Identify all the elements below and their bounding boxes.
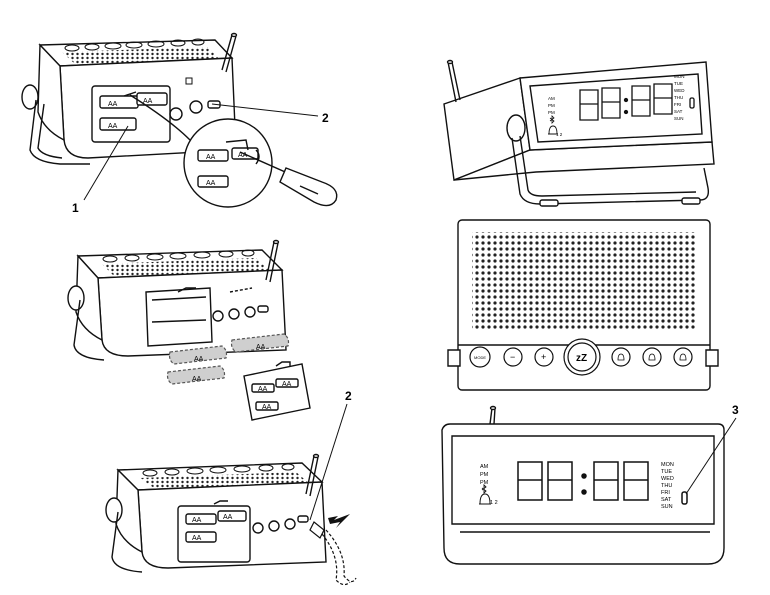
alarm-2-button[interactable] bbox=[642, 347, 662, 367]
magnifier-detail bbox=[129, 94, 273, 208]
battery-label: AA bbox=[192, 517, 202, 524]
plus-button-label: + bbox=[541, 352, 546, 362]
battery-label: AA bbox=[223, 514, 233, 521]
mode-button[interactable] bbox=[469, 346, 491, 368]
svg-text:MON: MON bbox=[661, 462, 674, 468]
display-front bbox=[517, 461, 688, 505]
svg-text:SAT: SAT bbox=[674, 109, 683, 114]
battery-label: AA bbox=[238, 152, 248, 159]
battery-label: AA bbox=[108, 123, 118, 130]
digit-2 bbox=[601, 87, 621, 119]
svg-text:WED: WED bbox=[661, 476, 674, 482]
svg-text:SUN: SUN bbox=[661, 504, 673, 510]
display-labels-side: AM PM PM 1 2 MON TUE WED THU FRI SAT SUN bbox=[548, 74, 685, 137]
panel-side-view bbox=[443, 59, 715, 207]
panel-remove-cover bbox=[21, 32, 238, 165]
arrow-icon bbox=[328, 514, 350, 528]
callout-2-top: 2 bbox=[322, 111, 329, 125]
usb-plug-icon bbox=[309, 521, 357, 586]
digit-3 bbox=[593, 461, 619, 501]
svg-text:AM: AM bbox=[480, 464, 489, 470]
alarm-1-button[interactable] bbox=[611, 347, 631, 367]
snooze-button[interactable] bbox=[563, 338, 601, 376]
digit-3 bbox=[631, 85, 651, 117]
digit-1 bbox=[579, 89, 599, 121]
svg-text:FRI: FRI bbox=[674, 102, 681, 107]
battery-label: AA bbox=[282, 381, 292, 388]
compartment-cover bbox=[243, 361, 311, 421]
digit-2 bbox=[547, 461, 573, 501]
battery-label: AA bbox=[206, 154, 216, 161]
svg-text:THU: THU bbox=[661, 483, 672, 489]
battery-label: AA bbox=[262, 404, 272, 411]
panel-connect-cable bbox=[105, 453, 327, 573]
bluetooth-icon bbox=[549, 115, 555, 124]
svg-text:MON: MON bbox=[674, 74, 685, 79]
svg-text:SUN: SUN bbox=[674, 116, 684, 121]
minus-button-label: − bbox=[510, 352, 515, 362]
battery-label: AA bbox=[194, 356, 204, 363]
svg-text:PM: PM bbox=[548, 103, 555, 108]
svg-text:FRI: FRI bbox=[661, 490, 670, 496]
panel-insert-batteries bbox=[67, 239, 287, 361]
display-labels-front: AM PM PM 1 2 MON TUE WED THU FRI SAT SUN bbox=[480, 462, 674, 510]
svg-text:TUE: TUE bbox=[661, 469, 672, 475]
digit-4 bbox=[623, 461, 649, 501]
svg-text:PM: PM bbox=[480, 480, 489, 486]
battery-label: AA bbox=[143, 98, 153, 105]
svg-text:WED: WED bbox=[674, 88, 685, 93]
svg-text:PM: PM bbox=[480, 472, 489, 478]
svg-text:1 2: 1 2 bbox=[490, 500, 498, 506]
display-side bbox=[579, 83, 695, 121]
button-labels: MODE − + zZ bbox=[474, 352, 587, 364]
battery-label: AA bbox=[192, 376, 202, 383]
mode-button-label: MODE bbox=[474, 355, 486, 360]
alarm-3-button[interactable] bbox=[673, 347, 693, 367]
battery-label: AA bbox=[256, 344, 266, 351]
svg-text:TUE: TUE bbox=[674, 81, 683, 86]
digit-4 bbox=[653, 83, 673, 115]
battery-label: AA bbox=[258, 386, 268, 393]
button-row bbox=[469, 338, 693, 376]
callout-2-bottom: 2 bbox=[345, 389, 352, 403]
callout-3: 3 bbox=[732, 403, 739, 417]
bell-icon bbox=[479, 493, 491, 505]
svg-text:1 2: 1 2 bbox=[556, 132, 563, 137]
callout-1: 1 bbox=[72, 201, 79, 215]
svg-text:PM: PM bbox=[548, 110, 555, 115]
snooze-button-label: zZ bbox=[576, 353, 587, 364]
svg-text:THU: THU bbox=[674, 95, 683, 100]
battery-label: AA bbox=[192, 535, 202, 542]
plus-button[interactable] bbox=[534, 347, 554, 367]
svg-text:AM: AM bbox=[548, 96, 555, 101]
digit-1 bbox=[517, 461, 543, 501]
battery-label: AA bbox=[206, 180, 216, 187]
svg-text:SAT: SAT bbox=[661, 497, 672, 503]
batteries-group bbox=[166, 333, 290, 385]
bluetooth-icon bbox=[481, 483, 487, 495]
minus-button[interactable] bbox=[503, 347, 523, 367]
bell-icon bbox=[548, 125, 558, 135]
battery-label: AA bbox=[108, 101, 118, 108]
screwdriver-icon bbox=[239, 151, 338, 207]
